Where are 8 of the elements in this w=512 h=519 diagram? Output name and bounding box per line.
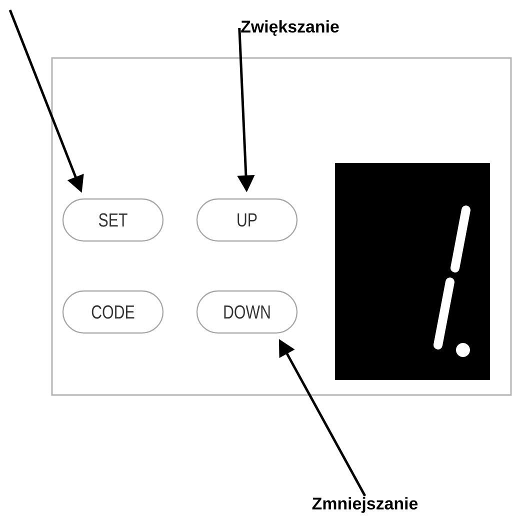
- control-panel: [51, 57, 512, 396]
- callout-text: Zwiększanie: [241, 20, 339, 36]
- button: UP: [196, 198, 298, 242]
- button: CODE: [62, 290, 164, 334]
- callout-text: Zmniejszanie: [312, 497, 418, 513]
- button: DOWN: [196, 290, 298, 334]
- button: SET: [62, 198, 164, 242]
- led-display: [335, 163, 490, 380]
